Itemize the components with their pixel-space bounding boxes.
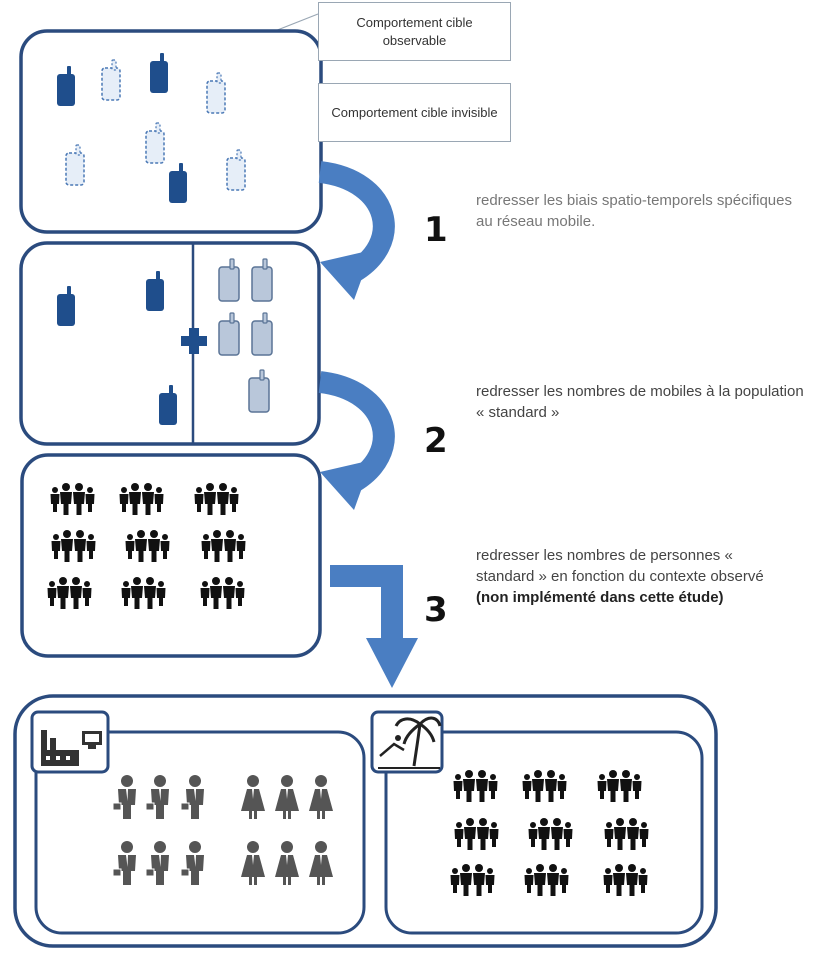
legend-invisible: Comportement cible invisible <box>318 83 511 142</box>
step-2-text: redresser les nombres de mobiles à la po… <box>476 383 804 421</box>
step-2-number: 2 <box>424 421 448 461</box>
legend-observable: Comportement cible observable <box>318 2 511 61</box>
step-1-number: 1 <box>424 210 448 250</box>
beach-palm-icon <box>370 710 444 774</box>
step-3-note: (non implémenté dans cette étude) <box>476 589 724 606</box>
step-3-text: redresser les nombres de personnes « sta… <box>476 547 764 585</box>
factory-computer-icon <box>30 710 110 774</box>
step-3-block: redresser les nombres de personnes « sta… <box>476 545 776 608</box>
box-mobile-corrected <box>19 241 321 446</box>
arrow-step-3 <box>330 565 418 688</box>
arrow-step-1 <box>320 172 384 300</box>
step-3-number: 3 <box>424 590 448 630</box>
arrow-step-2 <box>320 382 384 510</box>
step-1-text: redresser les biais spatio-temporels spé… <box>476 192 792 230</box>
box-standard-population <box>20 453 322 658</box>
plus-icon <box>181 328 207 354</box>
